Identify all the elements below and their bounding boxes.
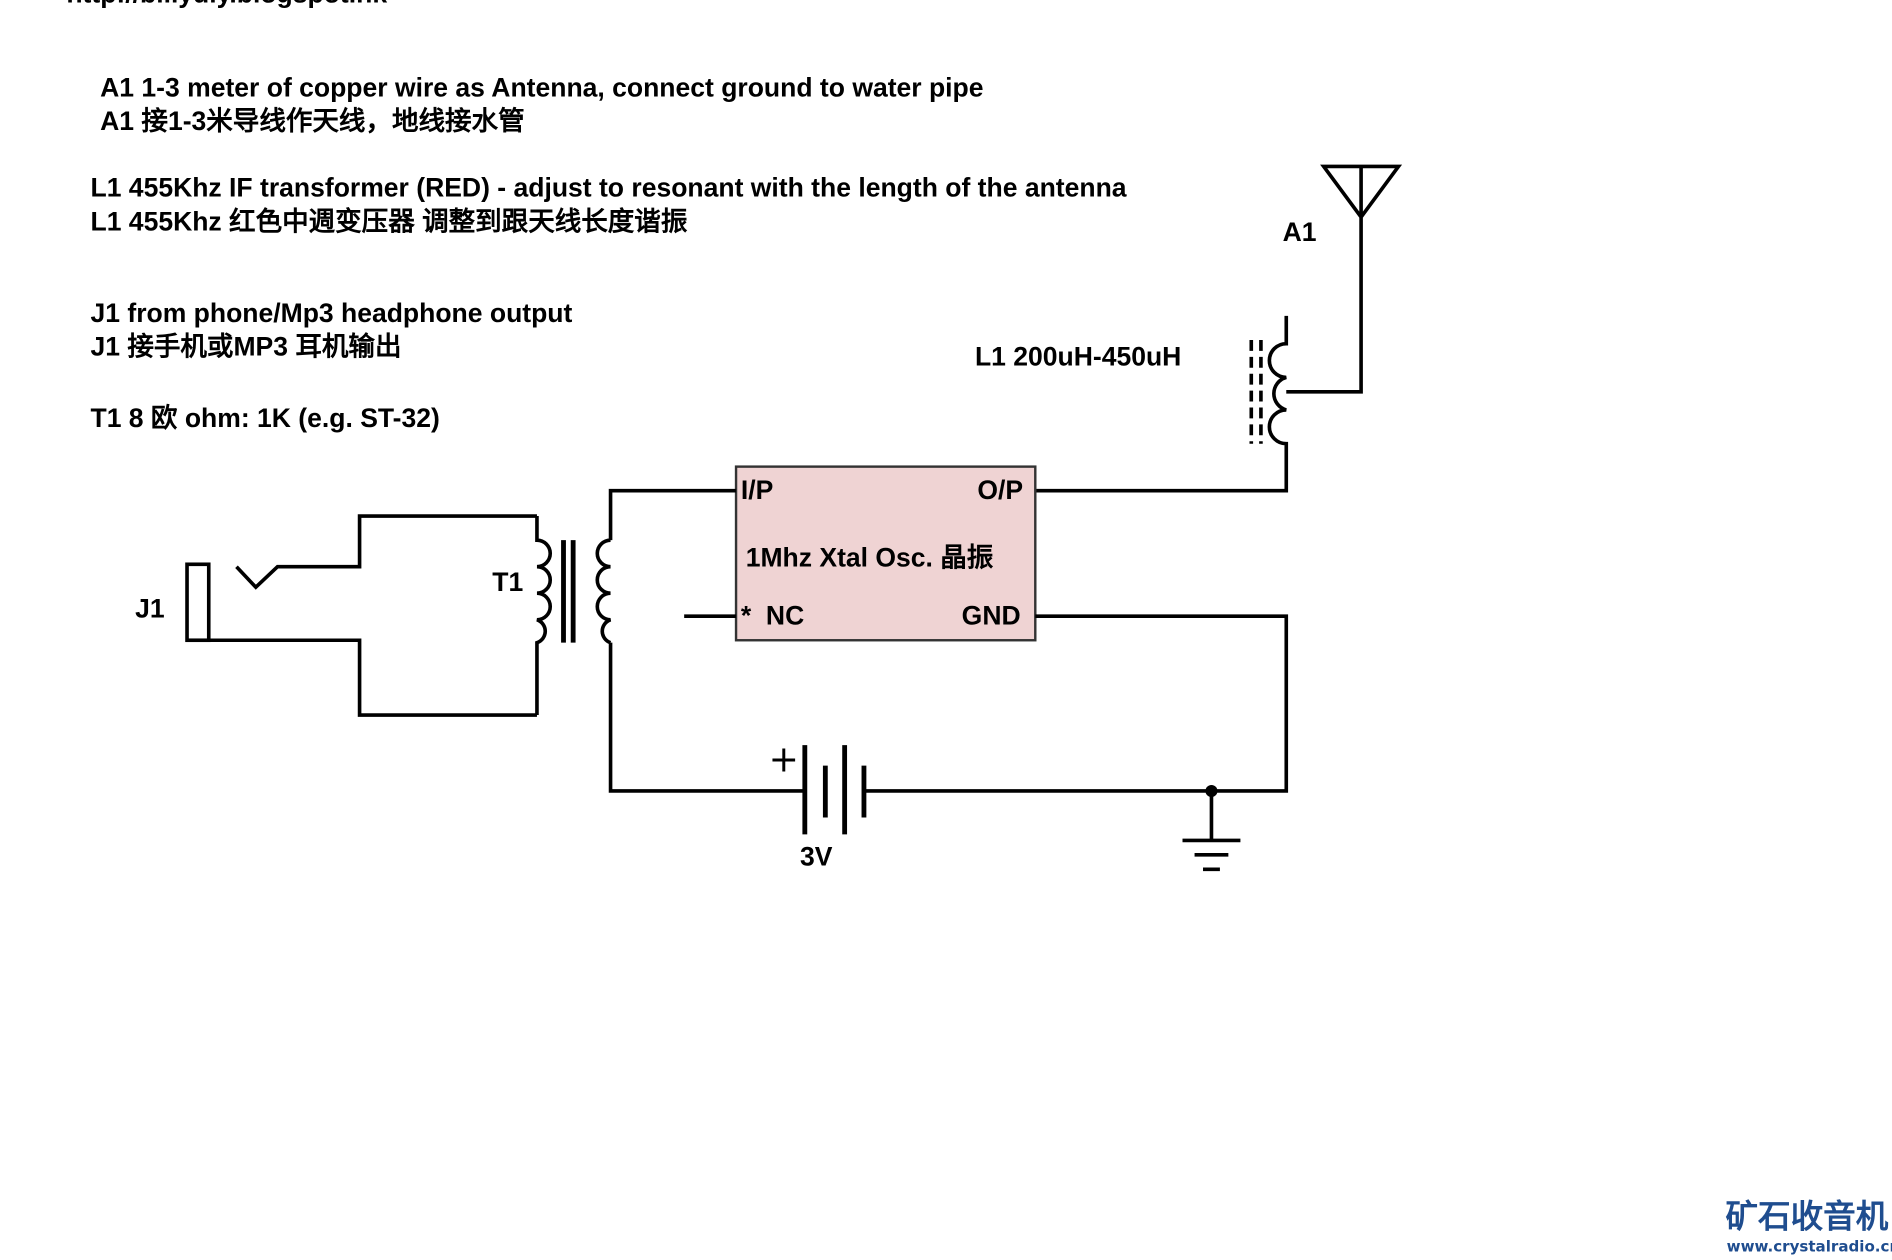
note-l1-cn: L1 455Khz 红色中週变压器 调整到跟天线长度谐振: [90, 206, 687, 236]
wire-input: [608, 488, 737, 541]
coil-label: L1 200uH-450uH: [975, 341, 1181, 371]
coil-l1: [1035, 315, 1289, 493]
battery-symbol: [802, 745, 867, 835]
oscillator-module: [734, 465, 1037, 642]
osc-output-label: O/P: [977, 475, 1023, 505]
note-t1: T1 8 欧 ohm: 1K (e.g. ST-32): [90, 403, 439, 433]
jack-label: J1: [135, 593, 165, 623]
note-l1-en: L1 455Khz IF transformer (RED) - adjust …: [90, 173, 1126, 203]
wire-ground: [863, 614, 1289, 793]
note-a1-en: A1 1-3 meter of copper wire as Antenna, …: [100, 72, 983, 102]
battery-label: 3V: [800, 842, 833, 872]
antenna-label: A1: [1283, 217, 1317, 247]
battery-plus-sign: +: [769, 738, 799, 781]
note-j1-cn: J1 接手机或MP3 耳机输出: [90, 332, 401, 362]
headphone-jack-j1: [185, 514, 537, 717]
transformer-label: T1: [492, 567, 523, 597]
antenna-symbol: [1286, 164, 1403, 394]
transformer-t1: [535, 516, 612, 716]
logo-url: www.crystalradio.cn: [1727, 1238, 1892, 1256]
note-j1-en: J1 from phone/Mp3 headphone output: [90, 298, 572, 328]
osc-gnd-label: GND: [962, 601, 1021, 631]
wire-battery: [608, 642, 805, 793]
header-url: http://billydiy.blogspot.hk: [66, 0, 387, 8]
osc-nc-label: * NC: [741, 601, 804, 631]
note-a1-cn: A1 接1-3米导线作天线，地线接水管: [100, 106, 524, 136]
ground-symbol: [1182, 784, 1241, 872]
osc-title: 1Mhz Xtal Osc. 晶振: [746, 543, 994, 573]
logo-crystalradio: 矿石收音机: [1725, 1197, 1888, 1235]
osc-input-label: I/P: [741, 475, 773, 505]
